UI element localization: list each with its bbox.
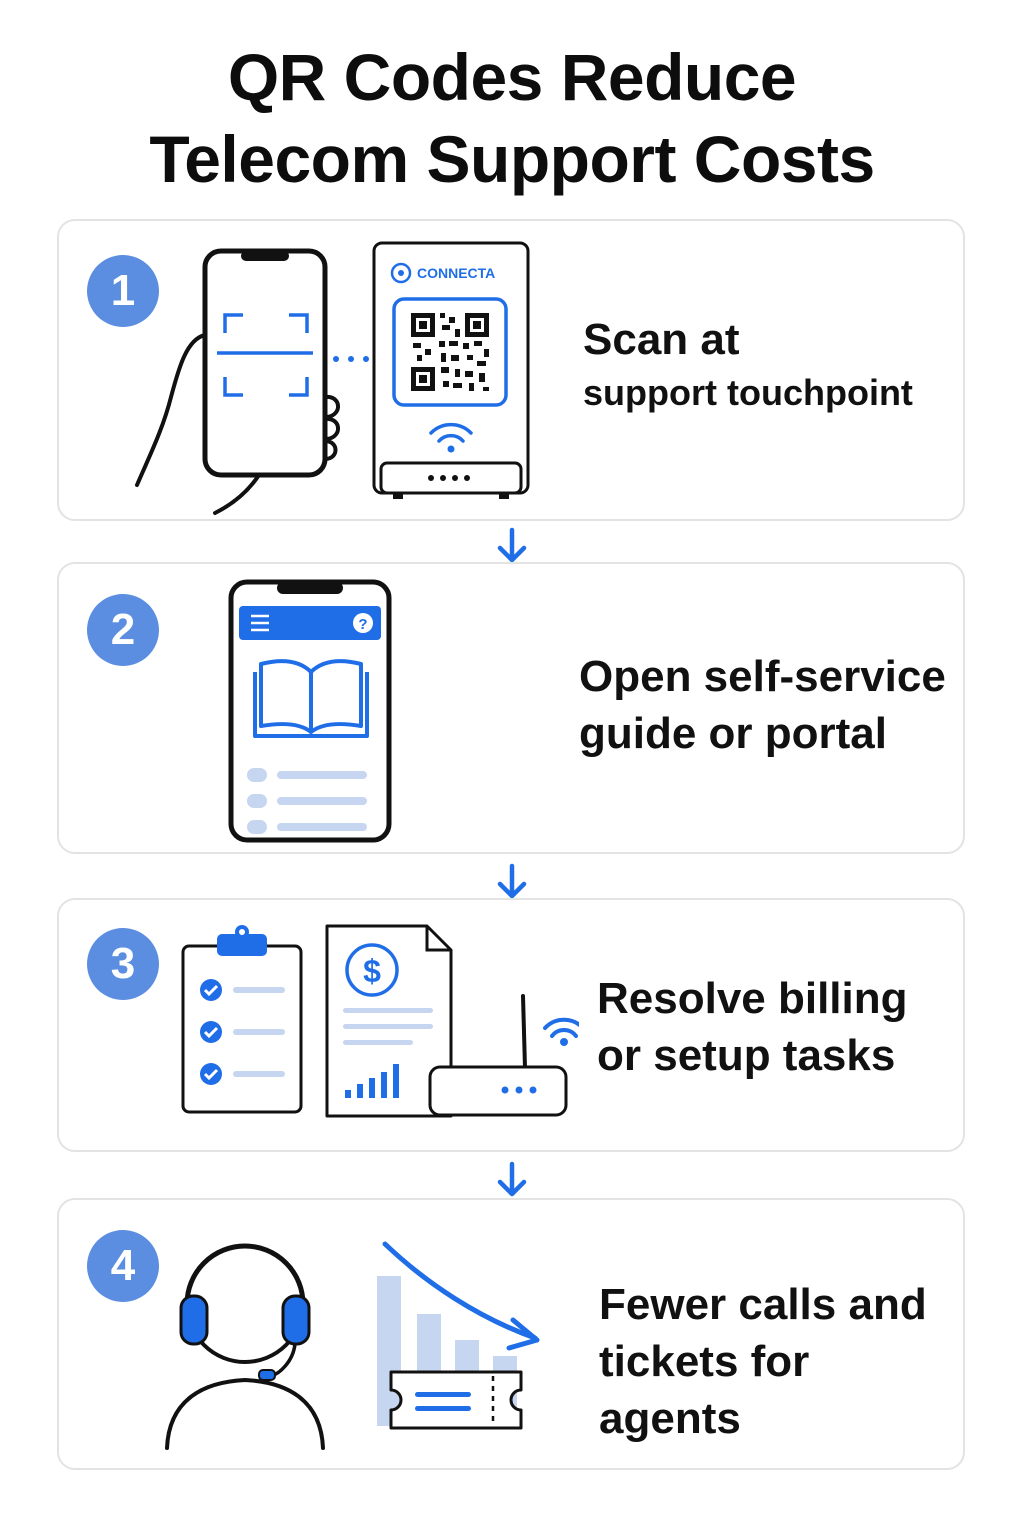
step-2-line-2: guide or portal [579, 709, 887, 758]
router-body-icon [428, 1065, 568, 1117]
step-card-4: 4 Fewer calls and tickets for agents [57, 1198, 965, 1470]
checklist-invoice-router-icon: $ [181, 924, 579, 1118]
step-4-line-2: tickets for agents [599, 1337, 810, 1443]
step-card-3: 3 $ Resolve billing or setup tasks [57, 898, 965, 1152]
page-title: QR Codes Reduce Telecom Support Costs [0, 36, 1024, 200]
step-1-line-1: Scan at [583, 315, 740, 364]
step-text-2: Open self-service guide or portal [579, 648, 946, 762]
step-text-4: Fewer calls and tickets for agents [599, 1276, 963, 1447]
step-3-line-1: Resolve billing [597, 974, 908, 1023]
step-badge-4: 4 [87, 1230, 159, 1302]
step-4-line-1: Fewer calls and [599, 1280, 927, 1329]
title-line-1: QR Codes Reduce [227, 40, 797, 114]
down-arrow-icon [497, 863, 527, 899]
phone-showing-guide-book-icon: ? [228, 579, 392, 843]
step-badge-1: 1 [87, 255, 159, 327]
step-badge-2: 2 [87, 594, 159, 666]
down-arrow-icon [497, 527, 527, 563]
step-card-1: 1 CONNECTA [57, 219, 965, 521]
step-text-1: Scan at support touchpoint [583, 311, 913, 417]
title-line-2: Telecom Support Costs [149, 122, 875, 196]
step-3-line-2: or setup tasks [597, 1031, 896, 1080]
hand-holding-phone-scanning-qr-icon: CONNECTA [135, 241, 530, 515]
step-text-3: Resolve billing or setup tasks [597, 970, 908, 1084]
svg-text:?: ? [358, 616, 367, 633]
step-1-line-2: support touchpoint [583, 372, 913, 413]
step-badge-3: 3 [87, 928, 159, 1000]
step-2-line-1: Open self-service [579, 652, 946, 701]
step-card-2: 2 ? Open self-service guide or portal [57, 562, 965, 854]
agent-headset-declining-chart-ticket-icon [165, 1241, 540, 1450]
brand-label: CONNECTA [417, 265, 495, 281]
dollar-symbol: $ [363, 953, 381, 989]
down-arrow-icon [497, 1161, 527, 1197]
